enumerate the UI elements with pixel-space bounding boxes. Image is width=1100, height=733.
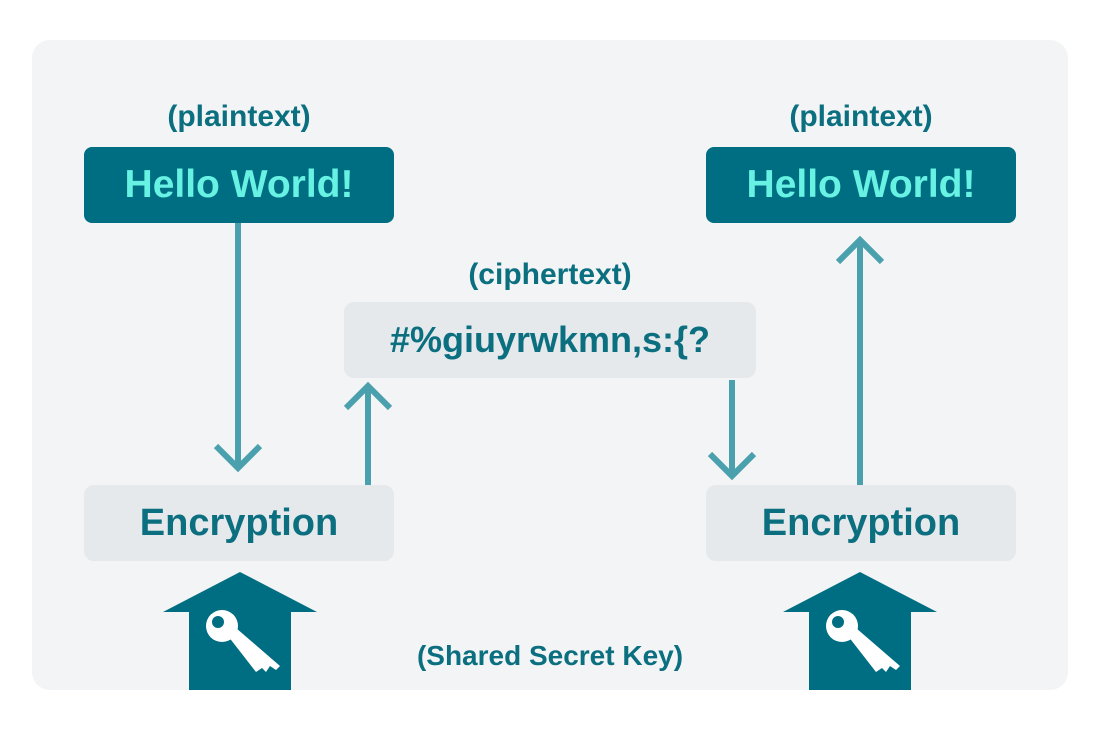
left-plaintext-label: (plaintext) [167, 100, 311, 133]
arrow-plaintext-to-encryption [213, 223, 263, 473]
arrow-encryption-to-ciphertext [343, 381, 393, 485]
key-house-icon-right [783, 572, 937, 690]
left-encryption-label: Encryption [139, 501, 339, 544]
left-encryption-box: Encryption [84, 485, 394, 561]
arrow-decryption-to-plaintext [835, 235, 885, 485]
right-encryption-box: Encryption [706, 485, 1016, 561]
right-plaintext-box: Hello World! [706, 147, 1016, 223]
left-plaintext-message: Hello World! [124, 163, 354, 206]
key-house-icon-left [163, 572, 317, 690]
ciphertext-label: (ciphertext) [468, 258, 632, 291]
right-plaintext-label: (plaintext) [789, 100, 933, 133]
ciphertext-box: #%giuyrwkmn,s:{? [344, 302, 756, 378]
arrow-ciphertext-to-decryption [707, 380, 757, 481]
shared-secret-key-label: (Shared Secret Key) [416, 640, 684, 671]
right-plaintext-message: Hello World! [746, 163, 976, 206]
ciphertext-value: #%giuyrwkmn,s:{? [389, 319, 711, 360]
right-encryption-label: Encryption [761, 501, 961, 544]
left-plaintext-box: Hello World! [84, 147, 394, 223]
